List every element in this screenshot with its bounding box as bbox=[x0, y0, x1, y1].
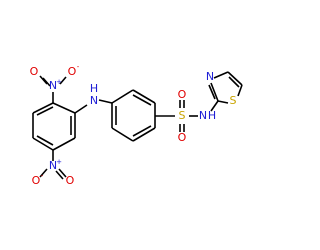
nitro-top-oxygen-anion: O bbox=[68, 65, 77, 78]
bond bbox=[217, 100, 229, 104]
sulfonamide-nitrogen: N bbox=[199, 109, 207, 122]
nitro-bottom-oxygen-anion: O bbox=[32, 174, 41, 187]
bond bbox=[132, 125, 152, 137]
bond bbox=[39, 75, 48, 85]
bond bbox=[52, 102, 76, 114]
nitro-bottom-minus-charge: - bbox=[41, 172, 44, 180]
bond bbox=[210, 100, 219, 112]
bond bbox=[237, 84, 243, 97]
bond bbox=[36, 106, 54, 116]
bond bbox=[132, 89, 156, 104]
bond bbox=[58, 168, 67, 178]
thiazole-nitrogen: N bbox=[206, 70, 214, 83]
nitro-top-minus-charge: - bbox=[77, 63, 80, 71]
bond bbox=[228, 76, 240, 88]
bond bbox=[52, 137, 76, 151]
bond bbox=[42, 77, 51, 87]
nitro-bottom-nitrogen: N bbox=[49, 159, 57, 172]
sulfonyl-oxygen-bottom: O bbox=[178, 131, 187, 144]
nitro-top-oxygen: O bbox=[30, 65, 39, 78]
nitro-bottom-oxygen: O bbox=[66, 174, 75, 187]
nitro-top-nitrogen: N bbox=[49, 79, 57, 92]
bond bbox=[111, 89, 134, 104]
bond bbox=[59, 76, 67, 85]
bond bbox=[32, 137, 54, 151]
molecule-diagram: N + O - O N + O - O H N S O O N H N S bbox=[30, 63, 243, 187]
atom-labels: N + O - O N + O - O H N S O O N H N S bbox=[30, 63, 237, 187]
bond bbox=[213, 71, 229, 79]
thiazole-sulfur: S bbox=[230, 94, 237, 107]
sulfonyl-oxygen-top: O bbox=[178, 88, 187, 101]
amine-nitrogen: N bbox=[90, 94, 98, 107]
nitro-bottom-plus-charge: + bbox=[56, 158, 62, 166]
bond bbox=[208, 84, 216, 100]
bond bbox=[74, 104, 88, 114]
sulfonyl-sulfur: S bbox=[179, 109, 186, 122]
bond bbox=[132, 127, 156, 142]
sulfonamide-hydrogen: H bbox=[208, 109, 216, 122]
bond bbox=[39, 168, 48, 178]
bond bbox=[227, 71, 243, 86]
bond bbox=[55, 170, 64, 180]
bond bbox=[111, 127, 134, 142]
bond bbox=[98, 99, 113, 104]
amine-hydrogen: H bbox=[90, 82, 98, 95]
nitro-top-plus-charge: + bbox=[56, 78, 62, 86]
bond bbox=[132, 94, 152, 106]
bond bbox=[36, 135, 54, 146]
bond-lines bbox=[32, 71, 243, 180]
bond bbox=[210, 82, 219, 102]
bond bbox=[32, 102, 54, 114]
